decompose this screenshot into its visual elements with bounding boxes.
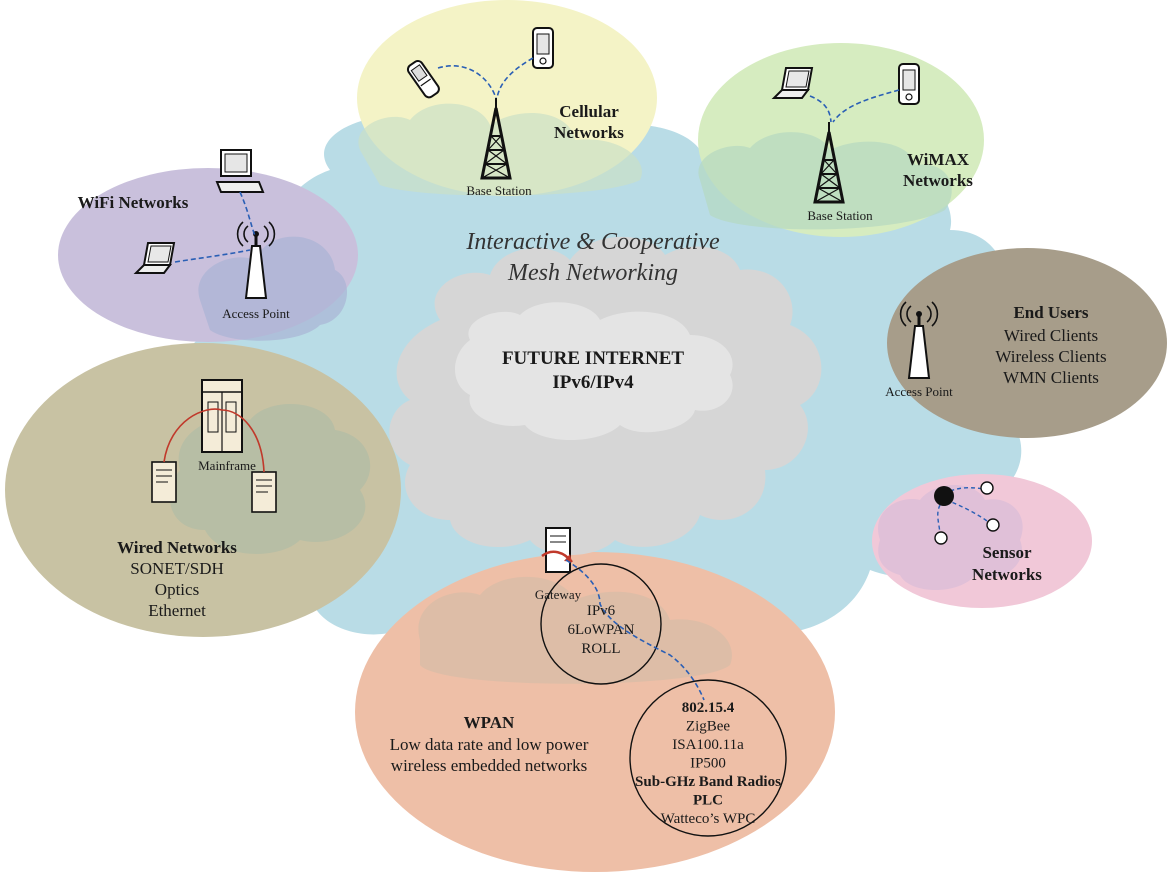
server-icon: [251, 471, 277, 513]
mesh-heading-line2: Mesh Networking: [507, 260, 678, 286]
internet-line1: FUTURE INTERNET: [502, 348, 684, 369]
wimax-title-line1: WiMAX: [907, 150, 970, 169]
wpan-desc-line2: wireless embedded networks: [391, 756, 587, 775]
mesh-heading-line1: Interactive & Cooperative: [465, 229, 720, 255]
internet-line2: IPv6/IPv4: [552, 372, 634, 393]
inner-line-1: IPv6: [587, 603, 616, 619]
mainframe-icon: [201, 379, 243, 453]
wifi-networks-group: WiFi Networks Access Point: [58, 149, 358, 342]
inner-line-3: ROLL: [581, 641, 620, 657]
radio-line: Watteco’s WPC: [661, 811, 756, 827]
smartphone-icon: [532, 27, 554, 69]
server-icon: [151, 461, 177, 503]
smartphone-icon: [898, 63, 920, 105]
wpan-desc-line1: Low data rate and low power: [390, 735, 589, 754]
wimax-base-station-label: Base Station: [807, 208, 873, 223]
radio-line: 802.15.4: [682, 700, 735, 716]
wired-line-3: Ethernet: [148, 601, 206, 620]
wpan-title: WPAN: [464, 713, 515, 732]
gateway-icon: [541, 527, 573, 573]
radio-line: ZigBee: [686, 719, 730, 735]
wired-title: Wired Networks: [117, 538, 237, 557]
wpan-group: WPAN Low data rate and low power wireles…: [355, 552, 835, 872]
radio-line: PLC: [693, 793, 723, 809]
radio-line: Sub-GHz Band Radios: [635, 774, 781, 790]
cellular-networks-group: Cellular Networks Base Station: [357, 0, 657, 198]
radio-line: ISA100.11a: [672, 737, 744, 753]
future-internet-cloud: FUTURE INTERNET IPv6/IPv4: [389, 236, 822, 555]
cellular-base-station-label: Base Station: [466, 183, 532, 198]
sensor-title-line1: Sensor: [982, 543, 1032, 562]
end-users-line-3: WMN Clients: [1003, 368, 1099, 387]
radio-line: IP500: [690, 756, 726, 772]
sensor-node-icon: [934, 481, 1000, 545]
wired-line-1: SONET/SDH: [130, 559, 224, 578]
end-users-title: End Users: [1013, 303, 1088, 322]
wpan-stack-circles: Gateway IPv6 6LoWPAN ROLL 802.15.4ZigBee…: [535, 527, 787, 837]
wired-line-2: Optics: [155, 580, 199, 599]
end-users-line-1: Wired Clients: [1004, 326, 1098, 345]
wifi-access-point-label: Access Point: [222, 306, 290, 321]
end-users-access-point-label: Access Point: [885, 384, 953, 399]
wifi-title: WiFi Networks: [78, 193, 189, 212]
wired-mainframe-label: Mainframe: [198, 458, 256, 473]
inner-line-2: 6LoWPAN: [568, 622, 635, 638]
wimax-networks-group: WiMAX Networks Base Station: [698, 43, 984, 237]
end-users-group: End Users Wired Clients Wireless Clients…: [885, 248, 1167, 438]
gateway-label: Gateway: [535, 587, 582, 602]
end-users-line-2: Wireless Clients: [995, 347, 1106, 366]
wimax-title-line2: Networks: [903, 171, 973, 190]
cellular-title-line1: Cellular: [559, 102, 619, 121]
sensor-title-line2: Networks: [972, 565, 1042, 584]
wired-networks-group: Mainframe Wired Networks SONET/SDH Optic…: [5, 343, 401, 637]
cellular-title-line2: Networks: [554, 123, 624, 142]
desktop-computer-icon: [215, 149, 265, 193]
sensor-networks-group: Sensor Networks: [872, 474, 1092, 608]
